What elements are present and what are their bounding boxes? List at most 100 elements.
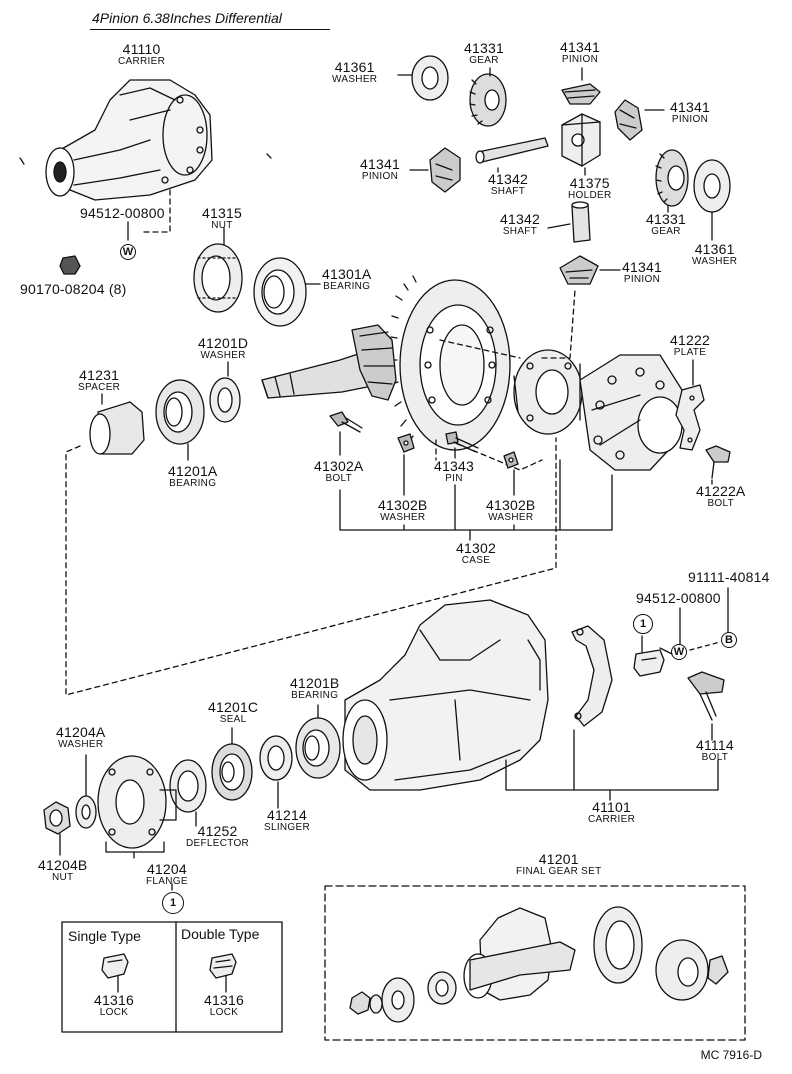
nut-90170-drawing (59, 255, 81, 275)
pin-41343-drawing (445, 431, 479, 453)
case-half-left-drawing (513, 349, 583, 435)
shaft-41342-short-drawing (571, 201, 591, 243)
dashed-case-upper (541, 289, 576, 359)
washer-41302b-right-drawing (503, 451, 519, 469)
bearing-41301a-drawing (253, 257, 307, 327)
bolt-41302a-drawing (329, 411, 363, 433)
dashed-ring-to-case (435, 339, 543, 471)
diagram-code: MC 7916-D (700, 1048, 762, 1062)
pinion-41341-bottom-drawing (559, 255, 599, 285)
lock-single-title: Single Type (68, 928, 141, 944)
lock-double-title: Double Type (181, 926, 260, 942)
seal-41201c-drawing (211, 743, 253, 801)
dashed-spacer-to-carrier (65, 437, 557, 696)
bolt-41222a-drawing (705, 445, 731, 479)
final-gear-set-box (324, 885, 746, 1041)
part-label-91111: 91111-40814 (688, 569, 770, 585)
washer-41201d-drawing (209, 377, 241, 423)
ring-gear-drawing (390, 275, 511, 451)
diagram-title: 4Pinion 6.38Inches Differential (92, 10, 282, 26)
nut-41204b-drawing (43, 801, 71, 835)
washer-41361-right-drawing (693, 159, 731, 213)
bolt-41114-drawing (687, 671, 725, 721)
case-half-right-drawing (579, 354, 683, 471)
drive-pinion-drawing (261, 324, 397, 401)
final-gear-set-drawing (349, 906, 729, 1023)
part-label-94512-right: 94512-00800 (636, 590, 721, 606)
washer-41204a-drawing (75, 795, 97, 829)
callout-b: B (721, 632, 737, 648)
washer-41302b-left-drawing (397, 433, 415, 453)
callout-1-flange: 1 (162, 892, 184, 914)
dashed-lead-94512 (139, 189, 171, 233)
pinion-41341-left-drawing (429, 147, 461, 193)
shaft-41342-long-drawing (475, 137, 549, 164)
lock-double-drawing (209, 953, 237, 979)
part-label-94512-top: 94512-00800 (80, 205, 165, 221)
pinion-41341-top-drawing (561, 83, 601, 105)
plate-41222-drawing (675, 384, 705, 451)
bearing-41201b-drawing (295, 717, 341, 779)
bearing-cap-drawing (571, 625, 613, 727)
pinion-41341-right-drawing (614, 99, 643, 141)
lock-type-box (61, 921, 283, 1033)
nut-41315-drawing (193, 243, 243, 313)
gear-41331-right-drawing (655, 149, 689, 207)
callout-w-top: W (120, 244, 136, 260)
slinger-41214-drawing (259, 735, 293, 781)
gear-41331-top-drawing (469, 73, 507, 127)
carrier-41101-drawing (342, 599, 549, 791)
holder-41375-drawing (561, 113, 601, 167)
callout-1-right: 1 (633, 614, 653, 634)
carrier-bracket-lines (505, 729, 719, 801)
callout-w-right: W (671, 644, 687, 660)
deflector-41252-drawing (169, 759, 207, 813)
carrier-41110-drawing (19, 79, 272, 201)
bearing-41201a-drawing (155, 379, 205, 445)
title-underline (90, 29, 330, 30)
spacer-41231-drawing (89, 401, 145, 455)
flange-bracket (105, 841, 165, 859)
flange-41204-drawing (97, 755, 177, 849)
lock-41316-drawing (633, 649, 665, 677)
case-bracket-lines (339, 459, 613, 541)
lock-single-drawing (101, 953, 129, 979)
part-label-90170: 90170-08204 (8) (20, 281, 127, 297)
